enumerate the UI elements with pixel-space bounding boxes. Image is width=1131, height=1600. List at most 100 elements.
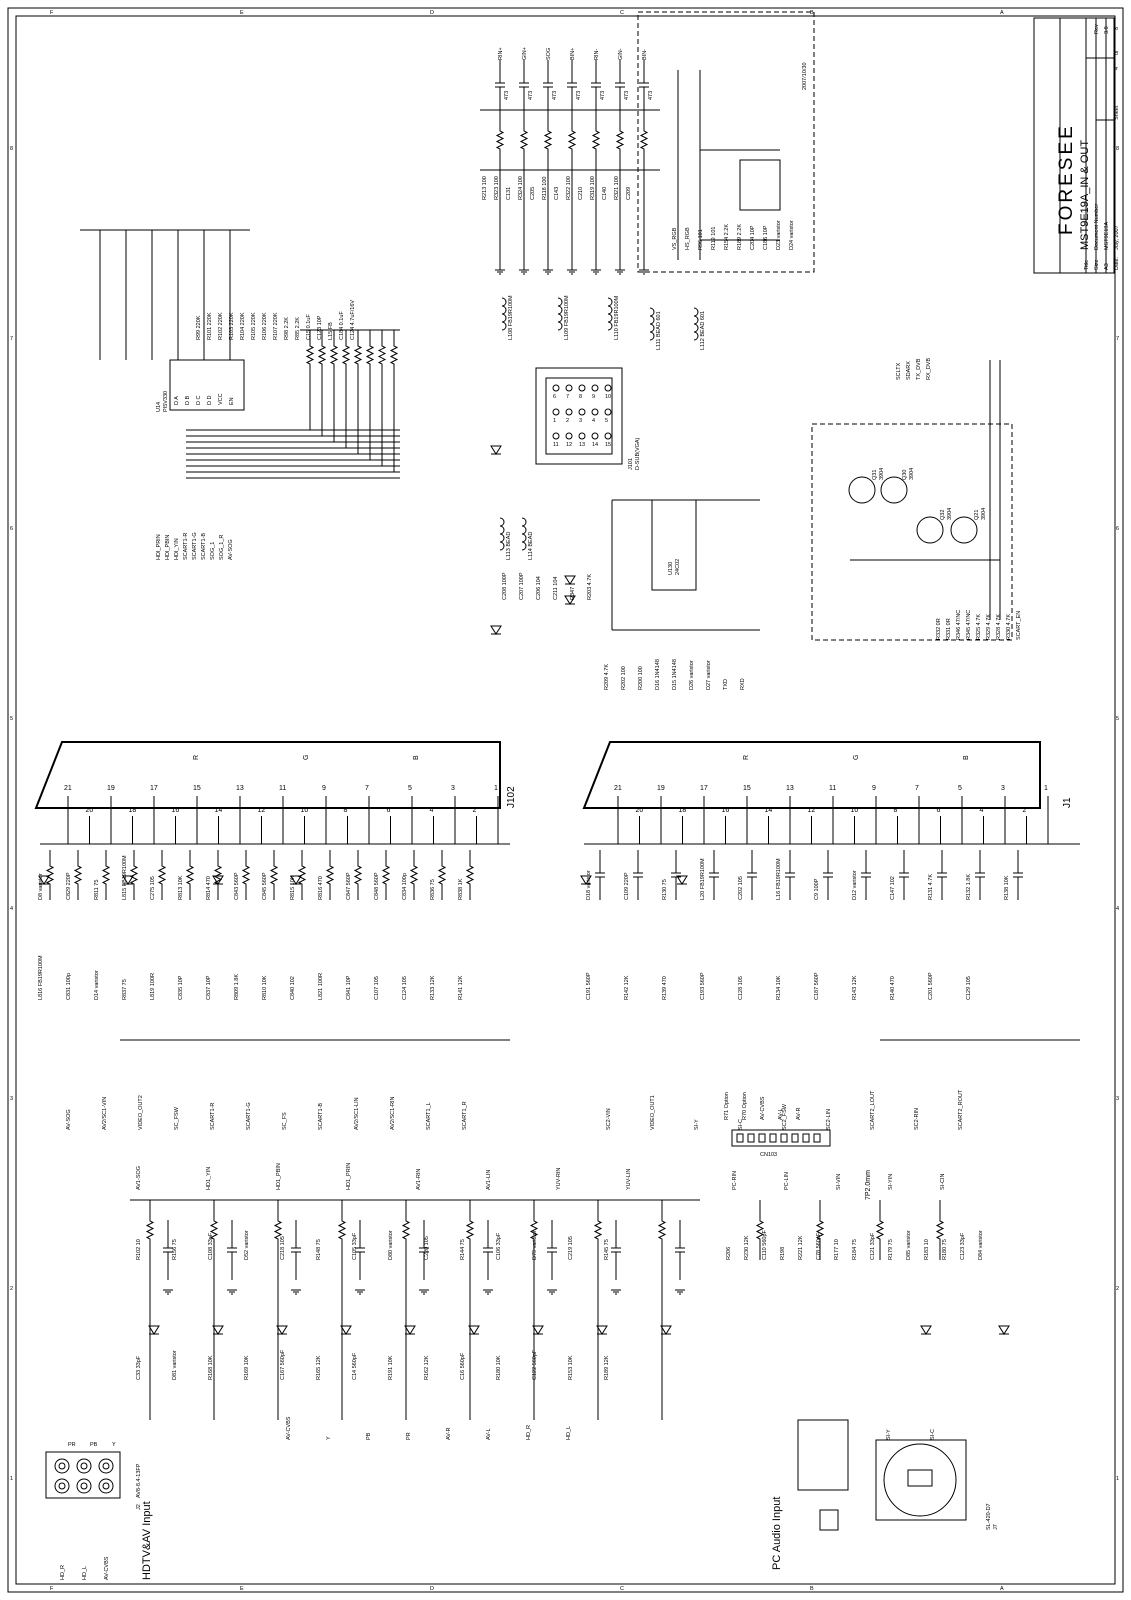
dsub-pin: 13 bbox=[579, 442, 585, 448]
vga-label: R154 2.2K bbox=[724, 224, 730, 250]
of-label: of bbox=[1114, 50, 1120, 55]
ferrite-label: L109 FB19R100M bbox=[564, 295, 570, 340]
hdtv-net: HD1_PRIN bbox=[346, 1163, 352, 1190]
scart-pin: 10 bbox=[301, 807, 309, 814]
scart2-part: R139 470 bbox=[662, 976, 668, 1000]
i2c-label: R330 4.7K bbox=[1006, 614, 1012, 640]
resistor-label: R319 100 bbox=[590, 176, 596, 200]
pc-audio-net: PC-RIN bbox=[732, 1171, 738, 1190]
scart-rgb-label: G bbox=[303, 755, 310, 760]
ferrite-label: L114 BEAD bbox=[528, 532, 534, 560]
q21-part: 3904 bbox=[981, 508, 987, 520]
vga-label: C204 10P bbox=[750, 225, 756, 250]
scart2-net: SC2-VIN bbox=[606, 1108, 612, 1130]
border-row-mark: E bbox=[240, 10, 244, 16]
i2c-label: R332 0R bbox=[936, 618, 942, 640]
dsub-pin: 12 bbox=[566, 442, 572, 448]
q31-part: 3904 bbox=[879, 468, 885, 480]
u130-part: 24C02 bbox=[675, 559, 681, 575]
scart2-net: SC2-RIN bbox=[914, 1108, 920, 1130]
scart-pin: 9 bbox=[872, 785, 876, 792]
scart1-part: R837 75 bbox=[122, 979, 128, 1000]
hdtv-part: C218 105 bbox=[280, 1236, 286, 1260]
svideo-connector: SL-420-D7 J7 bbox=[875, 1439, 999, 1530]
border-col-mark: 4 bbox=[10, 906, 13, 912]
scart-pin: 18 bbox=[679, 807, 687, 814]
resistor-label: R213 100 bbox=[482, 176, 488, 200]
hdtv-part: R156 75 bbox=[172, 1239, 178, 1260]
u14-label: HDI_PRIN bbox=[156, 534, 162, 560]
scart-rgb-label: R bbox=[743, 755, 750, 760]
border-col-mark: 3 bbox=[1116, 1096, 1119, 1102]
hdtv-part: C220 105 bbox=[424, 1236, 430, 1260]
scart1-net: VIDEO_OUT2 bbox=[138, 1095, 144, 1130]
scart2-net: VIDEO_OUT1 bbox=[650, 1095, 656, 1130]
scart-pin: 17 bbox=[150, 785, 158, 792]
net-label: GIN- bbox=[618, 48, 624, 60]
dsub-pin: 6 bbox=[553, 394, 556, 400]
hdtv-net: Y bbox=[326, 1436, 332, 1440]
scart1-net: SCART1_L bbox=[426, 1102, 432, 1130]
eeprom-label: TXD bbox=[723, 679, 729, 690]
dsub-pin: 8 bbox=[579, 394, 582, 400]
vga-label: R189 2.2K bbox=[737, 224, 743, 250]
rca-label: PB bbox=[90, 1442, 98, 1448]
hdtv-net: AV-CVBS bbox=[286, 1416, 292, 1440]
border-col-mark: 8 bbox=[10, 146, 13, 152]
u14-pin: D D bbox=[207, 396, 213, 406]
cap-value: 473 bbox=[648, 91, 654, 100]
pc-audio-net: SI-YIN bbox=[888, 1174, 894, 1190]
hdtv-part: R191 10K bbox=[388, 1355, 394, 1380]
scart1-net: AV-SOG bbox=[66, 1109, 72, 1130]
border-row-mark: F bbox=[50, 10, 54, 16]
scart2-part: R130 75 bbox=[662, 879, 668, 900]
scart1-part: R133 12K bbox=[430, 975, 436, 1000]
border-row-mark: D bbox=[430, 10, 434, 16]
hdtv-part: R145 75 bbox=[604, 1239, 610, 1260]
scart1-part: C829 220P bbox=[66, 872, 72, 900]
scart1-part: C831 100p bbox=[66, 973, 72, 1000]
hdtv-part: C219 105 bbox=[568, 1236, 574, 1260]
scart2-part: C191 560P bbox=[586, 972, 592, 1000]
resistor-label: C209 bbox=[626, 187, 632, 200]
scart1-ref: J102 bbox=[506, 786, 517, 808]
dsub-type: D-SUB(VGA) bbox=[635, 437, 641, 470]
scart1-net: SCART1-R bbox=[210, 1103, 216, 1130]
border-col-mark: 1 bbox=[1116, 1476, 1119, 1482]
net-label: RIN- bbox=[594, 49, 600, 60]
eeprom-label: R202 100 bbox=[621, 666, 627, 690]
cap-value: 473 bbox=[624, 91, 630, 100]
border-row-mark: C bbox=[620, 1586, 624, 1592]
pc-audio-part: R183 10 bbox=[924, 1239, 930, 1260]
scart1-part: C848 560P bbox=[374, 872, 380, 900]
cn103-ref: CN103 bbox=[760, 1152, 777, 1158]
ferrite-label: L110 FB19R100M bbox=[614, 295, 620, 340]
q31-ref: Q31 bbox=[872, 470, 878, 480]
i2c-label: R345 47/NC bbox=[966, 610, 972, 640]
scart1-part: C124 105 bbox=[402, 976, 408, 1000]
i2c-label: SCART_EN bbox=[1016, 611, 1022, 640]
resistor-label: C143 bbox=[554, 187, 560, 200]
scart2-part: D12 varistor bbox=[852, 870, 858, 900]
title-label: Title bbox=[1084, 260, 1090, 270]
pc-audio-part: C123 33pF bbox=[960, 1232, 966, 1260]
u14-label: C184 0.1uF bbox=[339, 311, 345, 340]
u14-label: SOG_1_R bbox=[219, 535, 225, 560]
cap-value: 473 bbox=[504, 91, 510, 100]
u14-label: C15 0.1uF bbox=[306, 314, 312, 340]
scart-pin: 16 bbox=[172, 807, 180, 814]
rca-label: HD_R bbox=[60, 1565, 66, 1580]
hdtv-part: C33 33pF bbox=[136, 1355, 142, 1380]
pc-audio-part: C121 33pF bbox=[870, 1232, 876, 1260]
scart2-part: R132 1.8K bbox=[966, 874, 972, 900]
pc-audio-part: 7P2.0mm bbox=[865, 1170, 872, 1200]
q32-ref: Q32 bbox=[940, 510, 946, 520]
scart-pin: 9 bbox=[322, 785, 326, 792]
scart2-part: C147 102 bbox=[890, 876, 896, 900]
pc-audio-part: R221 12K bbox=[798, 1235, 804, 1260]
dsub-pin: 7 bbox=[566, 394, 569, 400]
border-col-mark: 3 bbox=[10, 1096, 13, 1102]
